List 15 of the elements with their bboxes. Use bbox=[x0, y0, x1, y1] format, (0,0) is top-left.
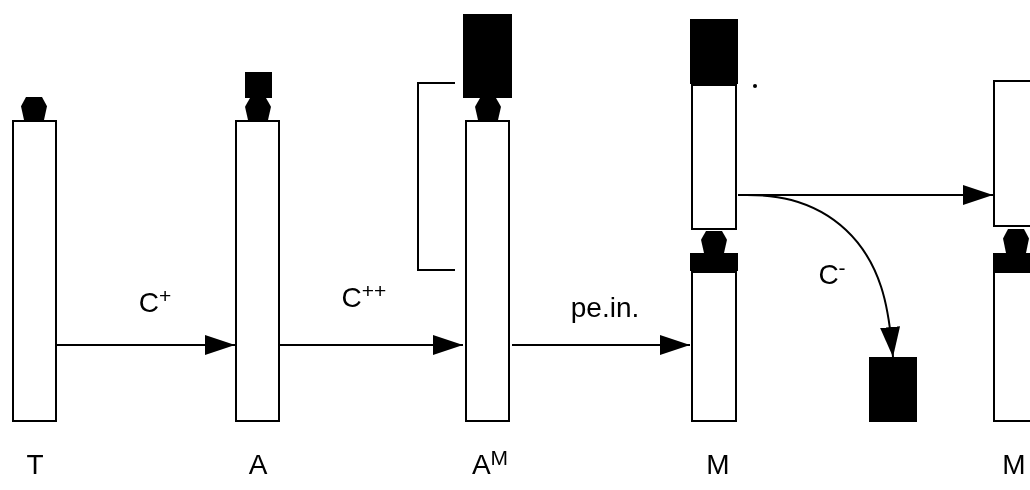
arrow bbox=[56, 335, 236, 355]
arrow bbox=[737, 194, 901, 358]
stage-label: M bbox=[706, 449, 730, 481]
stage-label: A$^{M}$ bbox=[471, 449, 509, 481]
rod-drawing bbox=[12, 97, 57, 422]
arrow bbox=[511, 335, 691, 355]
rod-drawing bbox=[993, 80, 1030, 422]
stage-label: A bbox=[248, 449, 268, 481]
stage-label: T bbox=[26, 449, 44, 481]
rod-drawing bbox=[690, 19, 738, 422]
block bbox=[869, 357, 917, 422]
arrow bbox=[279, 335, 464, 355]
rod-drawing bbox=[235, 72, 280, 422]
rod-drawing bbox=[463, 14, 512, 422]
stage-label: M bbox=[1002, 449, 1026, 481]
